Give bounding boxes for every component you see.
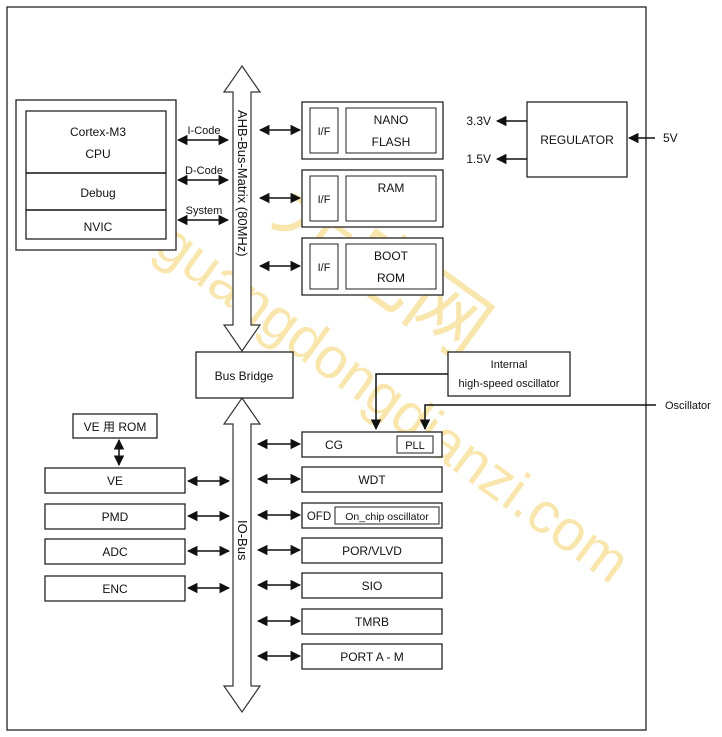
icode-label: I-Code <box>187 125 220 137</box>
port-label: PORT A - M <box>340 650 404 664</box>
tmrb-label: TMRB <box>355 615 389 629</box>
ahb-bus-label: AHB-Bus-Matrix (80MHz) <box>235 110 250 257</box>
nano-flash-box <box>345 107 437 154</box>
boot-rom-block: I/F BOOT ROM <box>301 237 444 296</box>
adc-label: ADC <box>102 545 128 559</box>
nvic-label: NVIC <box>84 220 113 234</box>
cpu-ahb-links: I-Code D-Code System <box>176 125 230 226</box>
debug-label: Debug <box>80 186 115 200</box>
ofd-label: OFD <box>307 511 331 523</box>
ve-label: VE <box>107 474 123 488</box>
system-label: System <box>186 205 223 217</box>
sio-label: SIO <box>362 579 383 593</box>
enc-box <box>44 575 186 602</box>
boot-rom-box <box>345 243 437 290</box>
external-osc-label: Oscillator <box>665 400 711 412</box>
nano-flash-if-box <box>309 107 339 154</box>
bus-bridge-box <box>195 351 294 399</box>
ve-rom-box <box>72 413 158 439</box>
internal-osc-arrow <box>370 373 448 431</box>
out-1v5-label: 1.5V <box>466 152 491 166</box>
enc-label: ENC <box>102 582 128 596</box>
on-chip-osc-box <box>334 506 440 525</box>
internal-osc-line2: high-speed oscillator <box>459 378 560 390</box>
wdt-label: WDT <box>358 473 386 487</box>
ram-label: RAM <box>378 181 405 195</box>
port-box <box>301 643 443 670</box>
por-box <box>301 537 443 564</box>
pmd-label: PMD <box>102 510 129 524</box>
boot-rom-if-box <box>309 243 339 290</box>
ram-box <box>345 175 437 222</box>
ram-if: I/F <box>318 194 331 206</box>
nano-flash-line1: NANO <box>374 113 409 127</box>
boot-rom-line2: ROM <box>377 271 405 285</box>
internal-osc-line1: Internal <box>491 359 528 371</box>
ram-if-box <box>309 175 339 222</box>
nano-flash-if: I/F <box>318 126 331 138</box>
regulator-box <box>526 101 628 178</box>
on-chip-osc-label: On_chip oscillator <box>345 511 429 523</box>
nano-flash-block: I/F NANO FLASH <box>301 101 444 160</box>
io-bus-label: IO-Bus <box>235 520 250 561</box>
regulator-block: REGULATOR 3.3V 1.5V 5V <box>466 101 678 178</box>
bus-bridge-label: Bus Bridge <box>215 369 274 383</box>
out-3v3-label: 3.3V <box>466 114 491 128</box>
io-bus-arrow <box>222 396 262 714</box>
ve-rom-label: VE 用 ROM <box>84 420 147 434</box>
cpu-title: Cortex-M3 <box>70 125 126 139</box>
sio-box <box>301 572 443 599</box>
right-peripherals: CG PLL WDT OFD On_chip oscillator POR/VL… <box>256 431 443 670</box>
wdt-box <box>301 466 443 493</box>
ve-box <box>44 467 186 494</box>
ram-block: I/F RAM <box>301 169 444 228</box>
pll-box <box>396 435 434 454</box>
boot-rom-if: I/F <box>318 262 331 274</box>
external-osc-arrow <box>419 404 656 431</box>
left-peripherals: VE 用 ROM VE PMD ADC ENC <box>44 413 231 602</box>
pll-label: PLL <box>405 440 425 452</box>
regulator-label: REGULATOR <box>540 133 614 147</box>
in-5v-label: 5V <box>663 131 678 145</box>
internal-osc-box <box>447 351 571 397</box>
internal-osc-block: Internal high-speed oscillator <box>370 351 571 431</box>
dcode-label: D-Code <box>185 165 223 177</box>
cg-label: CG <box>325 438 343 452</box>
cpu-block: Cortex-M3 CPU Debug NVIC <box>15 99 177 251</box>
por-label: POR/VLVD <box>342 544 402 558</box>
cpu-inner-frame <box>25 110 167 240</box>
nano-flash-line2: FLASH <box>372 135 411 149</box>
cpu-sub: CPU <box>85 147 110 161</box>
boot-rom-line1: BOOT <box>374 249 409 263</box>
pmd-box <box>44 503 186 530</box>
adc-box <box>44 538 186 565</box>
ahb-bus-arrow <box>222 64 262 353</box>
tmrb-box <box>301 608 443 635</box>
